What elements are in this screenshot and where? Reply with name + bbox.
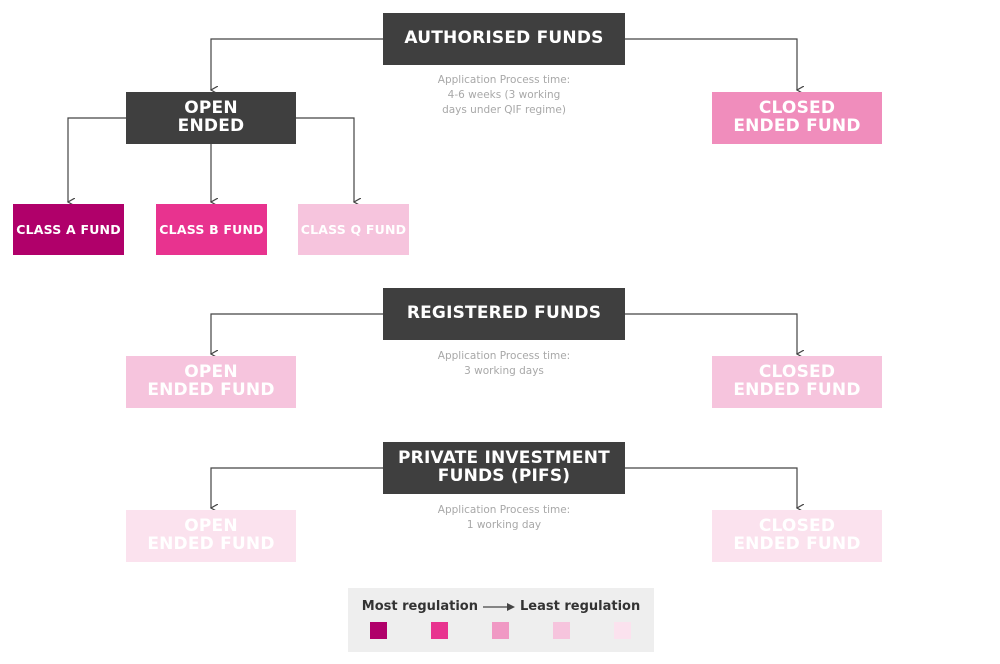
legend-title: Most regulation Least regulation — [348, 599, 654, 614]
connector-registered-open — [211, 313, 383, 354]
connector-authorised-closed — [625, 38, 797, 90]
legend-swatch-level-2 — [431, 622, 448, 639]
authorised-closed-ended: CLOSED ENDED FUND — [712, 92, 882, 144]
arrow-right-icon — [483, 602, 515, 611]
authorised-process-time: Application Process time: 4-6 weeks (3 w… — [437, 74, 571, 117]
legend-swatch-level-5 — [614, 622, 631, 639]
legend-swatch-level-1 — [370, 622, 387, 639]
authorised-funds-header: AUTHORISED FUNDS — [383, 13, 625, 65]
pifs-closed-ended: CLOSED ENDED FUND — [712, 510, 882, 562]
class-q-fund: CLASS Q FUND — [298, 204, 409, 255]
pifs-open-ended: OPEN ENDED FUND — [126, 510, 296, 562]
connector-open-class-q — [296, 117, 354, 202]
registered-process-time: Application Process time: 3 working days — [437, 350, 571, 378]
legend-swatch-level-4 — [553, 622, 570, 639]
pifs-header: PRIVATE INVESTMENT FUNDS (PIFS) — [383, 442, 625, 494]
registered-closed-ended: CLOSED ENDED FUND — [712, 356, 882, 408]
registered-open-ended: OPEN ENDED FUND — [126, 356, 296, 408]
class-b-fund: CLASS B FUND — [156, 204, 267, 255]
connector-pifs-closed — [625, 467, 797, 508]
connector-pifs-open — [211, 467, 383, 508]
authorised-open-ended: OPEN ENDED — [126, 92, 296, 144]
legend-least-regulation: Least regulation — [520, 599, 641, 614]
legend-most-regulation: Most regulation — [361, 599, 478, 614]
connector-open-class-a — [68, 117, 126, 202]
registered-funds-header: REGISTERED FUNDS — [383, 288, 625, 340]
regulation-legend: Most regulation Least regulation — [348, 588, 654, 652]
class-a-fund: CLASS A FUND — [13, 204, 124, 255]
connector-authorised-open — [211, 38, 383, 90]
pifs-process-time: Application Process time: 1 working day — [437, 504, 571, 532]
legend-swatch-level-3 — [492, 622, 509, 639]
connector-registered-closed — [625, 313, 797, 354]
